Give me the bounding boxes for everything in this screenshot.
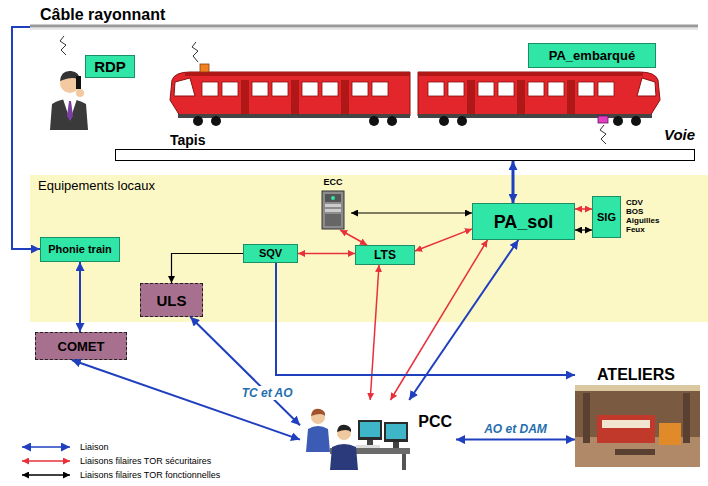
sqv-box: SQV: [243, 244, 298, 263]
cable-label: Câble rayonnant: [40, 6, 165, 24]
onboard-box: PA_embarqué: [528, 43, 656, 68]
node-label: ULS: [157, 293, 187, 308]
antenna-symbol: [60, 36, 606, 144]
blue-link: [512, 161, 515, 203]
track-mat: Tapis: [115, 133, 695, 161]
legend-text: Liaison: [80, 441, 109, 453]
signal-item: Aiguilles: [626, 216, 659, 225]
blue-link: [79, 262, 81, 332]
black-wire: [575, 229, 592, 230]
legend-entry: Liaison: [80, 441, 109, 453]
legend-text: Liaisons filaires TOR sécuritaires: [80, 455, 211, 467]
signal-box: SIG: [592, 196, 621, 238]
uls-box: ULS: [140, 283, 203, 317]
link-label: AO et DAM: [482, 422, 549, 436]
signal-item: Feux: [626, 225, 645, 234]
link-label: TC et AO: [240, 386, 295, 400]
signal-item: Feux: [626, 225, 645, 234]
cabinet-icon: [321, 190, 345, 230]
blue-link: [456, 439, 575, 441]
node-label: SIG: [597, 212, 616, 223]
blue-link: [72, 360, 300, 440]
train-illustration: [170, 64, 660, 126]
workshop-photo: [575, 385, 700, 467]
mat-bar: [115, 149, 695, 161]
node-label: PA_sol: [494, 213, 554, 231]
node-label: Tapis: [170, 132, 206, 148]
person-icon: [50, 71, 88, 130]
black-wire: [351, 212, 472, 213]
local-equipment-band: Equipements locaux ECC PA_sol SIG Phonie tra…: [30, 175, 708, 322]
node-label: PA_embarqué: [549, 49, 635, 62]
node-label: RDP: [94, 59, 126, 74]
link-label: TC et AO: [240, 386, 295, 400]
signal-item: BOS: [626, 207, 643, 216]
cable-label: Câble rayonnant: [40, 6, 165, 24]
node-label: ECC: [323, 178, 342, 187]
track-label: Voie: [664, 126, 695, 143]
node-label: LTS: [374, 249, 396, 261]
node-label: ATELIERS: [597, 366, 675, 383]
signal-item: Aiguilles: [626, 216, 659, 225]
legend-text: Liaisons filaires TOR fonctionnelles: [80, 469, 220, 481]
lts-box: LTS: [355, 245, 415, 265]
signal-item: BOS: [626, 207, 643, 216]
cabinet-node: ECC: [315, 178, 351, 230]
legend-entry: Liaisons filaires TOR fonctionnelles: [80, 469, 220, 481]
node-label: Equipements locaux: [38, 178, 155, 193]
node-label: PCC: [418, 414, 452, 430]
node-label: COMET: [58, 340, 105, 353]
legend-entry: Liaisons filaires TOR sécuritaires: [80, 455, 211, 467]
red-wire: [575, 208, 592, 210]
signal-item: CDV: [626, 198, 643, 207]
control-center-node: PCC: [300, 400, 456, 472]
track-label: Voie: [664, 126, 695, 143]
node-label: Phonie train: [48, 244, 112, 255]
ground-box: PA_sol: [472, 203, 575, 240]
workshop-node: ATELIERS: [575, 365, 700, 467]
phone-box: Phonie train: [40, 237, 120, 262]
red-wire: [298, 253, 355, 255]
blue-link: [190, 317, 300, 425]
node-label: SQV: [259, 248, 282, 259]
radio-box: RDP: [85, 55, 135, 78]
link-label: AO et DAM: [482, 422, 549, 436]
legend-sample: [22, 447, 70, 475]
radiating-cable: [30, 26, 698, 29]
operator-icon: [300, 400, 456, 472]
comet-box: COMET: [35, 332, 127, 360]
signal-item: CDV: [626, 198, 643, 207]
